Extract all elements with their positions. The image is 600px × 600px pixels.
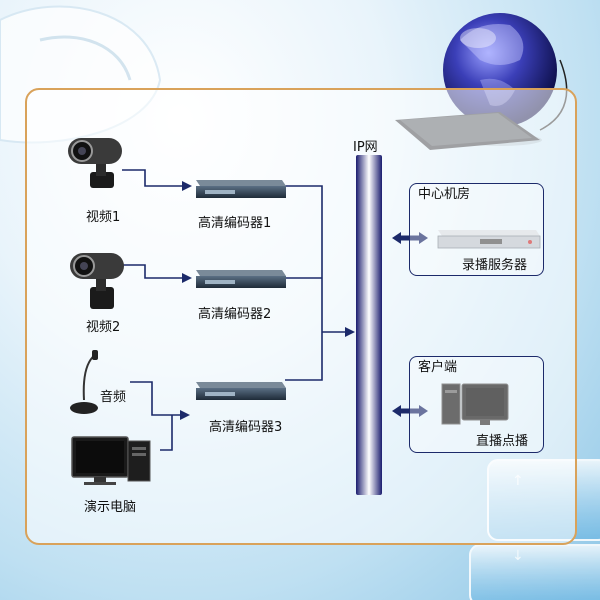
- encoder3-label: 高清编码器3: [209, 420, 283, 435]
- ip-network-bus: [356, 155, 382, 495]
- video2-label: 视频2: [86, 320, 121, 335]
- encoder-device-icon: [196, 180, 286, 198]
- video1-label: 视频1: [86, 210, 121, 225]
- webcam-icon: [70, 253, 124, 309]
- center-room-box: 中心机房: [409, 183, 544, 276]
- pc-label: 演示电脑: [84, 500, 137, 515]
- client-device-label: 直播点播: [476, 434, 529, 449]
- client-computer-icon: [441, 383, 509, 425]
- desktop-computer-icon: [71, 436, 151, 485]
- webcam-icon: [68, 138, 122, 188]
- microphone-icon: [70, 350, 98, 414]
- client-box: 客户端: [409, 356, 544, 453]
- client-title: 客户端: [418, 360, 458, 375]
- svg-text:↓: ↓: [512, 548, 524, 564]
- ip-network-label: IP网: [353, 140, 378, 155]
- encoder1-label: 高清编码器1: [198, 216, 272, 231]
- audio-label: 音频: [100, 390, 127, 405]
- server-icon: [437, 230, 541, 249]
- center-room-title: 中心机房: [418, 187, 471, 202]
- server-label: 录播服务器: [462, 258, 528, 273]
- encoder2-label: 高清编码器2: [198, 307, 272, 322]
- encoder-device-icon: [196, 382, 286, 400]
- encoder-device-icon: [196, 270, 286, 288]
